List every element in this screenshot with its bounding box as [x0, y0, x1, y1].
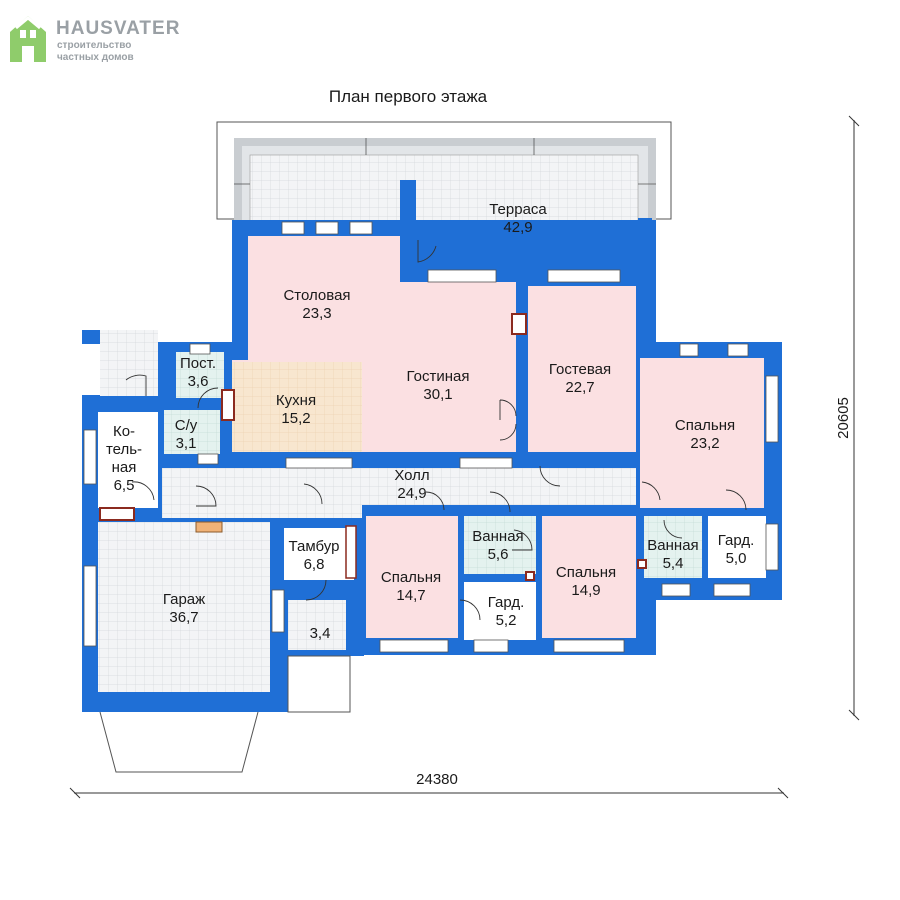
- room-vestibule-area: 6,8: [304, 556, 325, 573]
- room-bath-west-area: 5,6: [488, 546, 509, 563]
- room-bedroom-west-name: Спальня: [381, 569, 441, 586]
- room-dressing-east-name: Гард.: [718, 532, 755, 549]
- windows: [83, 221, 779, 653]
- room-labels: Терраса 42,9 Столовая 23,3 Гостиная 30,1…: [106, 201, 754, 642]
- room-pantry-name: Пост.: [180, 355, 216, 372]
- room-dressing-west-area: 5,2: [496, 612, 517, 629]
- room-boiler-name-line2: тель-: [106, 441, 142, 458]
- room-wc-name: С/у: [175, 417, 198, 434]
- brand-tagline-line1: строительство: [57, 40, 131, 51]
- brand-logo: HAUSVATER строительство частных домов: [10, 16, 180, 63]
- room-boiler-name-line1: Ко-: [113, 423, 135, 440]
- room-dining-area: 23,3: [302, 305, 331, 322]
- dimension-width-label: 24380: [416, 771, 458, 788]
- dimension-height: 20605: [835, 115, 860, 721]
- room-garage-area: 36,7: [169, 609, 198, 626]
- brand-tagline-line2: частных домов: [57, 52, 134, 63]
- room-garage-name: Гараж: [163, 591, 205, 608]
- vent-blocks: [99, 313, 647, 581]
- room-dressing-east-area: 5,0: [726, 550, 747, 567]
- room-hall-area: 24,9: [397, 485, 426, 502]
- room-bath-west-name: Ванная: [472, 528, 523, 545]
- room-guest-name: Гостевая: [549, 361, 611, 378]
- dimension-width: 24380: [69, 771, 789, 799]
- room-bedroom-middle-name: Спальня: [556, 564, 616, 581]
- room-living-name: Гостиная: [407, 368, 470, 385]
- room-bath-east-name: Ванная: [647, 537, 698, 554]
- room-hall-name: Холл: [394, 467, 429, 484]
- garage-ramp: [99, 711, 259, 773]
- room-terrace-name: Терраса: [489, 201, 547, 218]
- plan-title: План первого этажа: [329, 87, 488, 106]
- room-bath-east-area: 5,4: [663, 555, 684, 572]
- doors: [125, 240, 747, 621]
- room-bedroom-east-name: Спальня: [675, 417, 735, 434]
- room-guest-area: 22,7: [565, 379, 594, 396]
- room-dining-name: Столовая: [283, 287, 350, 304]
- room-dressing-west-name: Гард.: [488, 594, 525, 611]
- house-logo-icon: [10, 16, 46, 62]
- brand-name: HAUSVATER: [56, 18, 180, 39]
- dimension-height-label: 20605: [835, 397, 852, 439]
- room-boiler-name-line3: ная: [112, 459, 137, 476]
- room-kitchen-area: 15,2: [281, 410, 310, 427]
- room-bedroom-middle-area: 14,9: [571, 582, 600, 599]
- porch-steps: [287, 655, 351, 713]
- room-boiler-area: 6,5: [114, 477, 135, 494]
- room-vestibule-name: Тамбур: [289, 538, 340, 555]
- room-porch-area: 3,4: [310, 625, 331, 642]
- room-pantry-area: 3,6: [188, 373, 209, 390]
- room-terrace-area: 42,9: [503, 219, 532, 236]
- room-kitchen-name: Кухня: [276, 392, 316, 409]
- room-floors: [98, 236, 766, 692]
- room-bedroom-west-area: 14,7: [396, 587, 425, 604]
- room-living-area: 30,1: [423, 386, 452, 403]
- room-wc-area: 3,1: [176, 435, 197, 452]
- room-bedroom-east-area: 23,2: [690, 435, 719, 452]
